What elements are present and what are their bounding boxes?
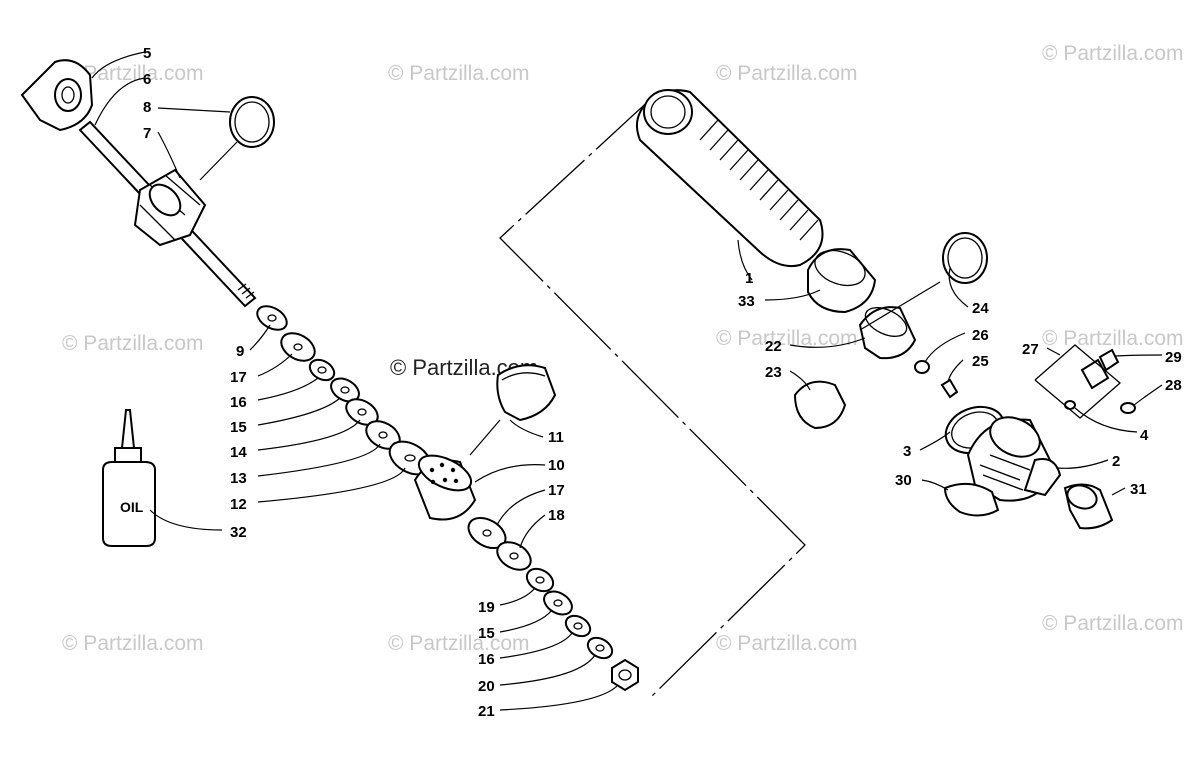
collar-33 bbox=[807, 248, 877, 314]
watermark-text: © Partzilla.com bbox=[716, 62, 858, 85]
watermark-text: © Partzilla.com bbox=[716, 327, 858, 350]
oil-bottle-32: OIL bbox=[102, 409, 156, 547]
callout-9: 9 bbox=[236, 343, 244, 360]
callout-5: 5 bbox=[143, 45, 151, 62]
callout-2: 2 bbox=[1112, 453, 1120, 470]
bearing-22 bbox=[858, 306, 917, 360]
callout-22: 22 bbox=[765, 338, 782, 355]
callout-7: 7 bbox=[143, 125, 151, 142]
callout-21: 21 bbox=[478, 703, 495, 720]
callout-14: 14 bbox=[230, 444, 247, 461]
watermark-text: © Partzilla.com bbox=[716, 632, 858, 655]
callout-4: 4 bbox=[1140, 427, 1149, 444]
callout-32: 32 bbox=[230, 524, 247, 541]
watermark-layer: © Partzilla.com © Partzilla.com © Partzi… bbox=[62, 42, 1184, 655]
callout-25: 25 bbox=[972, 353, 989, 370]
clip-23 bbox=[793, 380, 847, 430]
callout-1: 1 bbox=[745, 270, 753, 287]
callout-17: 17 bbox=[230, 369, 247, 386]
screw-25 bbox=[940, 378, 959, 399]
callout-24: 24 bbox=[972, 300, 989, 317]
watermark-text: © Partzilla.com bbox=[388, 62, 530, 85]
callout-16: 16 bbox=[230, 394, 247, 411]
washer-stack-upper bbox=[256, 305, 432, 476]
callout-33: 33 bbox=[738, 293, 755, 310]
callout-8: 8 bbox=[143, 99, 151, 116]
o-ring-24 bbox=[942, 232, 988, 284]
callout-6: 6 bbox=[143, 71, 151, 88]
piston-10 bbox=[413, 454, 477, 521]
bushing-31 bbox=[1063, 483, 1114, 530]
callout-labels: 5 6 8 7 9 17 16 15 14 13 12 32 11 10 17 … bbox=[143, 45, 1182, 720]
callout-20: 20 bbox=[478, 678, 495, 695]
callout-27: 27 bbox=[1022, 341, 1039, 358]
o-ring-26 bbox=[914, 360, 930, 374]
cover-30 bbox=[943, 482, 1000, 517]
assembly-bracket bbox=[499, 94, 806, 699]
callout-13: 13 bbox=[230, 470, 247, 487]
callout-12: 12 bbox=[230, 496, 247, 513]
callout-30: 30 bbox=[895, 472, 912, 489]
callout-16b: 16 bbox=[478, 651, 495, 668]
valve-core-4 bbox=[1064, 400, 1076, 410]
watermark-text: © Partzilla.com bbox=[1042, 327, 1184, 350]
shaft-assembly bbox=[20, 59, 257, 308]
callout-15: 15 bbox=[230, 419, 247, 436]
callout-29: 29 bbox=[1165, 349, 1182, 366]
washer-stack-lower bbox=[467, 516, 639, 692]
callout-26: 26 bbox=[972, 327, 989, 344]
callout-18: 18 bbox=[548, 507, 565, 524]
body-tube-1 bbox=[635, 89, 824, 268]
bottle-label: OIL bbox=[120, 499, 144, 515]
callout-10: 10 bbox=[548, 457, 565, 474]
o-ring-28 bbox=[1120, 402, 1136, 414]
callout-19: 19 bbox=[478, 599, 495, 616]
callout-17b: 17 bbox=[548, 482, 565, 499]
piston-band-11 bbox=[496, 364, 557, 422]
callout-31: 31 bbox=[1130, 481, 1147, 498]
o-ring-8 bbox=[229, 96, 275, 148]
watermark-text: © Partzilla.com bbox=[388, 632, 530, 655]
watermark-text: © Partzilla.com bbox=[62, 632, 204, 655]
callout-28: 28 bbox=[1165, 377, 1182, 394]
callout-23: 23 bbox=[765, 364, 782, 381]
callout-3: 3 bbox=[903, 443, 911, 460]
watermark-text: © Partzilla.com bbox=[62, 62, 204, 85]
reservoir-cap-2 bbox=[966, 416, 1062, 502]
watermark-text: © Partzilla.com bbox=[1042, 612, 1184, 635]
watermark-text: © Partzilla.com bbox=[1042, 42, 1184, 65]
watermark-text: © Partzilla.com bbox=[62, 332, 204, 355]
valve-assembly-27 bbox=[1034, 344, 1136, 419]
callout-11: 11 bbox=[548, 429, 564, 446]
leader-lines bbox=[91, 51, 1163, 711]
callout-15b: 15 bbox=[478, 625, 495, 642]
